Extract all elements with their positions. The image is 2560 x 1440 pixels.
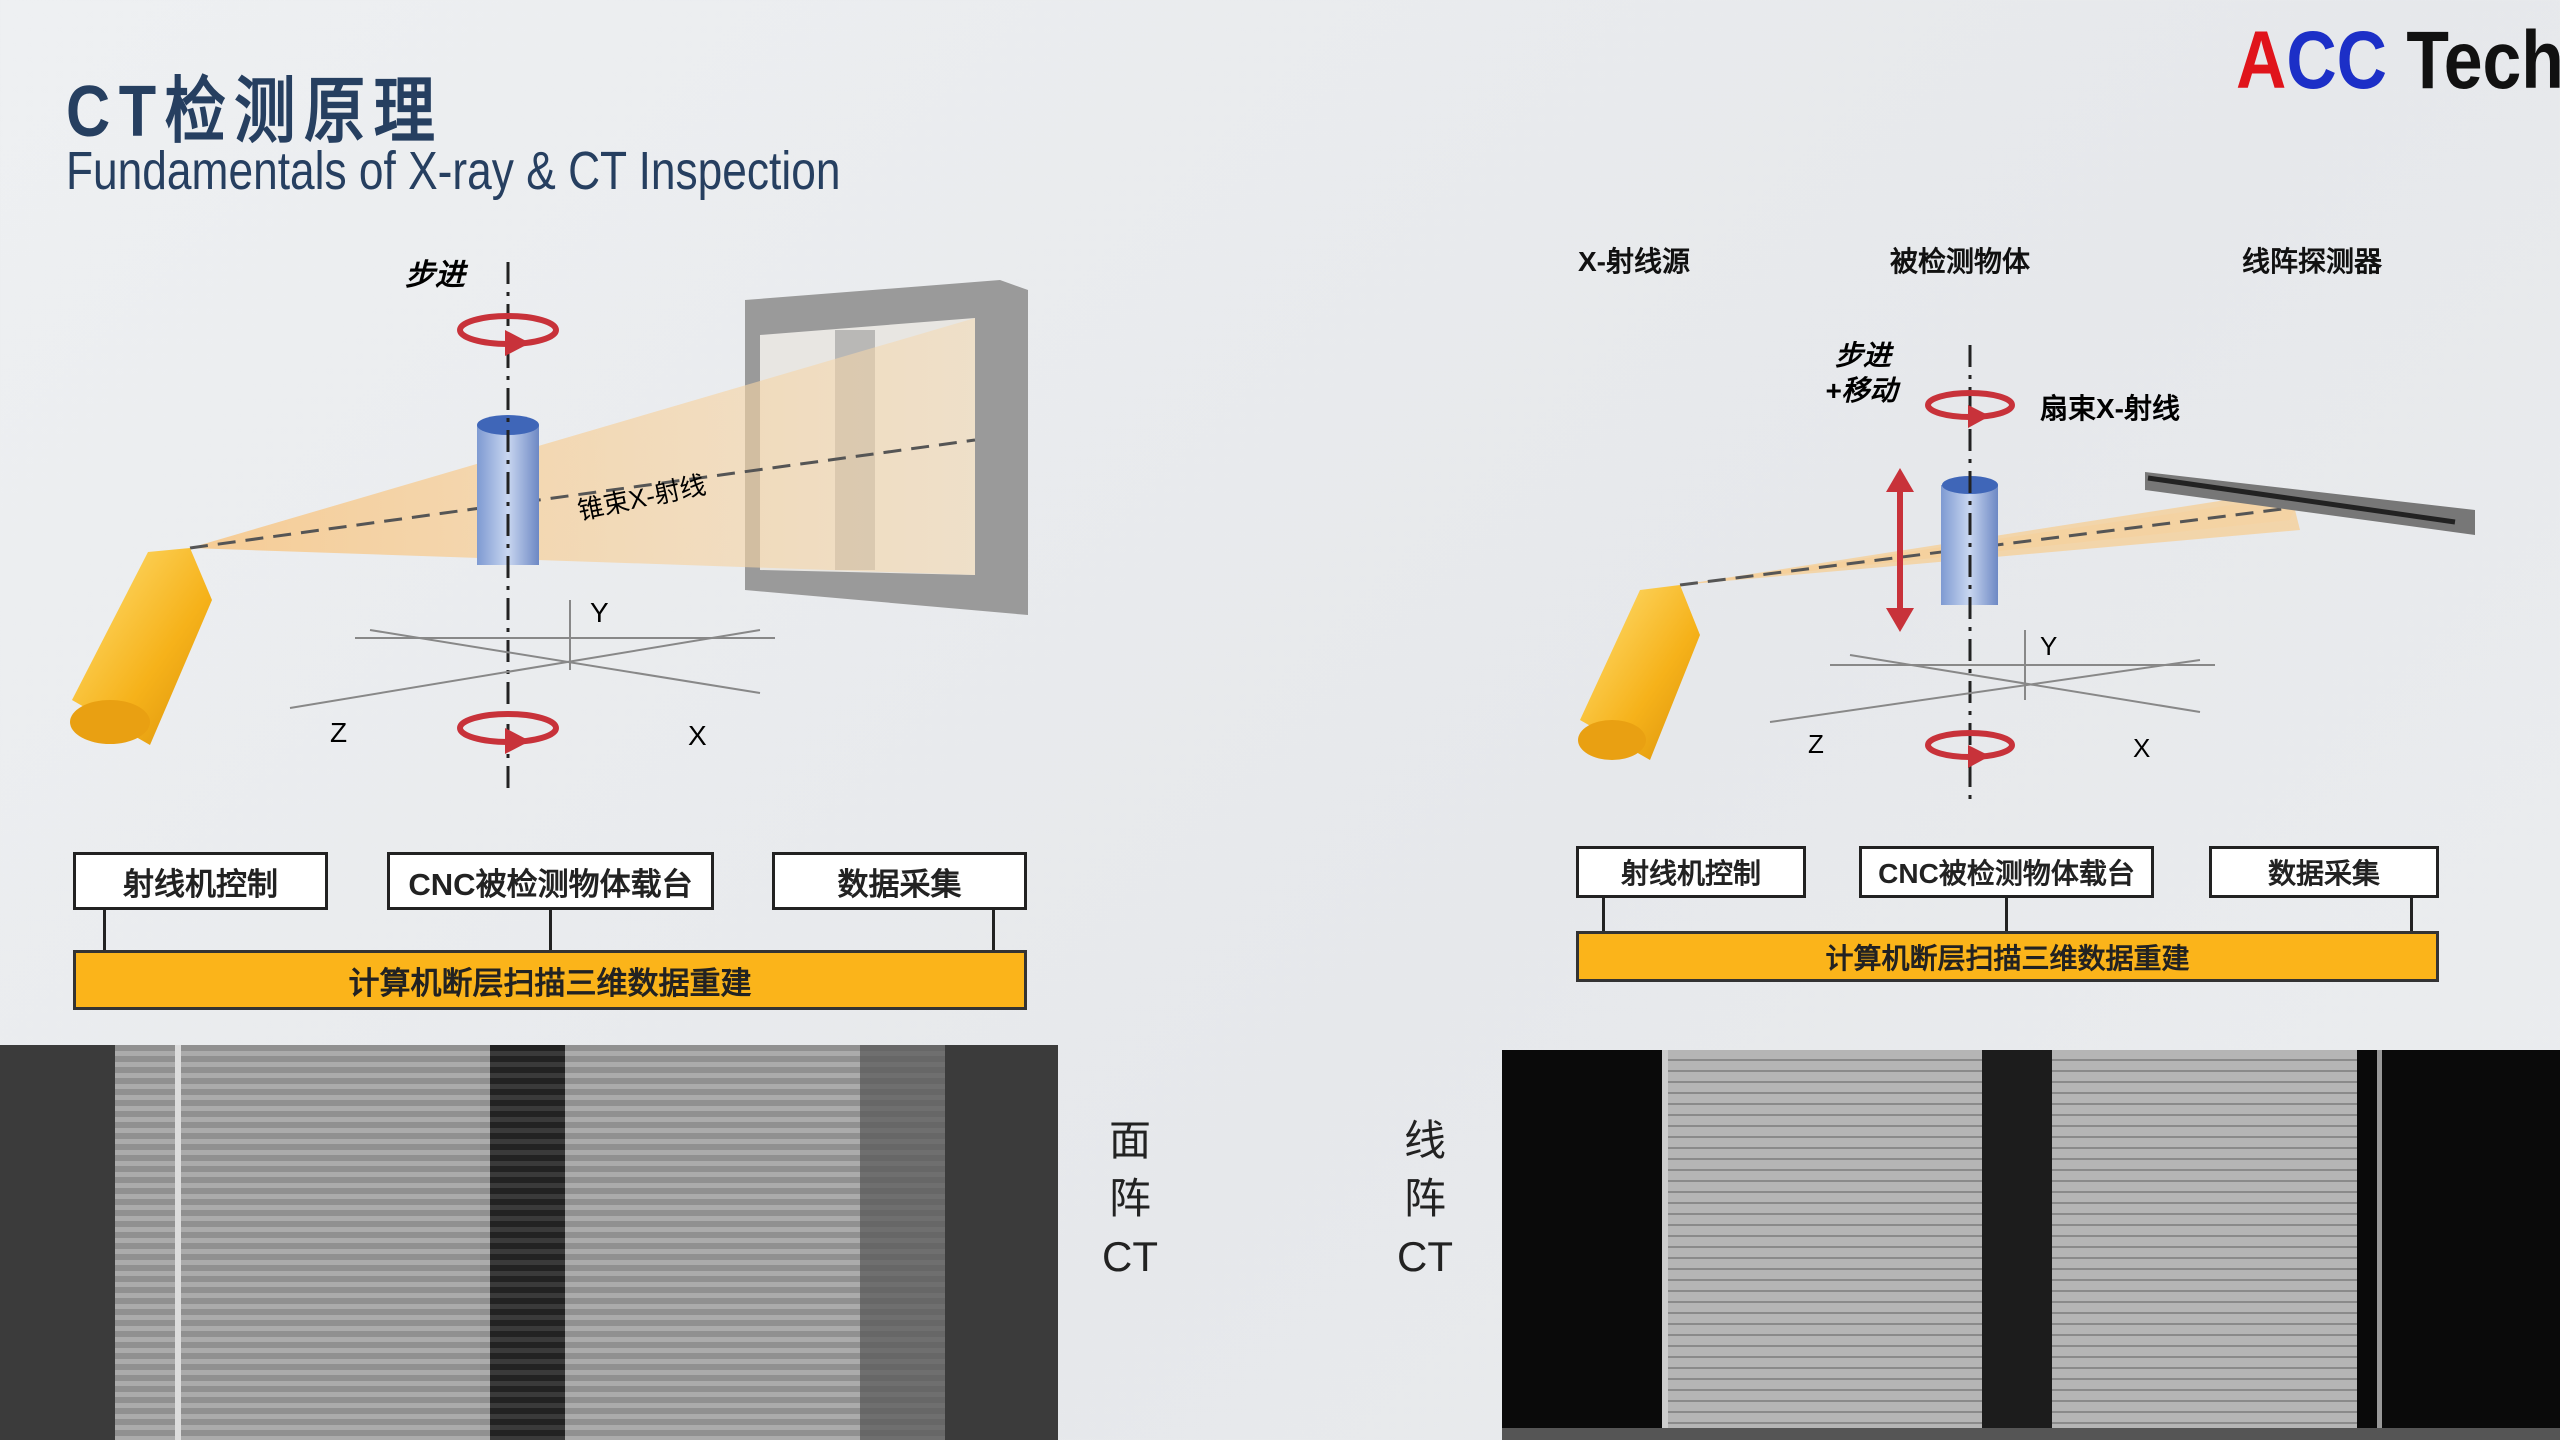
area-ct-caption-2: 阵 (1108, 1175, 1151, 1222)
logo-cc: CC (2286, 15, 2388, 106)
cone-axis-x: X (688, 720, 707, 751)
logo-tech: Tech (2387, 15, 2560, 106)
xray-source-icon (70, 548, 212, 745)
line-ct-caption-3: CT (1397, 1233, 1453, 1280)
vertical-move-arrow-icon (1886, 468, 1914, 632)
object-label: 被检测物体 (1890, 246, 2031, 277)
fan-axis-x: X (2133, 733, 2150, 763)
line-ct-caption: 线 阵 CT (1395, 1112, 1455, 1286)
cone-axis-y: Y (590, 597, 609, 628)
cone-step-label: 步进 (405, 259, 469, 292)
area-ct-caption: 面 阵 CT (1100, 1112, 1160, 1286)
fan-move-label: +移动 (1825, 375, 1901, 406)
fan-beam-label: 扇束X-射线 (2040, 392, 2180, 424)
detector-label: 线阵探测器 (2242, 246, 2383, 277)
logo: ACC Tech (2236, 14, 2560, 108)
line-ct-caption-1: 线 (1403, 1117, 1446, 1164)
fan-axis-z: Z (1808, 729, 1824, 759)
cone-beam-diagram: 步进 锥束X-射线 Y Z X (70, 259, 1028, 795)
area-ct-caption-3: CT (1102, 1233, 1158, 1280)
fan-beam-diagram: 步进 +移动 扇束X-射线 Y Z X (1578, 340, 2475, 800)
page-title: CT检测原理 (66, 72, 444, 152)
cone-beam (190, 318, 975, 575)
fan-step-label: 步进 (1835, 340, 1895, 371)
fan-reconstruction-bar: 计算机断层扫描三维数据重建 (1576, 931, 2439, 982)
data-acquisition-box: 数据采集 (772, 852, 1027, 910)
cone-axis-z: Z (330, 717, 347, 748)
xray-control-box: 射线机控制 (73, 852, 328, 910)
page-subtitle: Fundamentals of X-ray & CT Inspection (66, 141, 841, 201)
reconstruction-bar: 计算机断层扫描三维数据重建 (73, 950, 1027, 1010)
fan-axis-y: Y (2040, 631, 2057, 661)
fan-cnc-stage-box: CNC被检测物体载台 (1859, 846, 2154, 898)
cnc-stage-box: CNC被检测物体载台 (387, 852, 714, 910)
fan-xray-source-icon (1578, 585, 1700, 760)
source-label: X-射线源 (1578, 246, 1691, 277)
area-ct-caption-1: 面 (1108, 1117, 1151, 1164)
line-ct-scan-image (1502, 1050, 2560, 1440)
line-ct-caption-2: 阵 (1403, 1175, 1446, 1222)
fan-xray-control-box: 射线机控制 (1576, 846, 1806, 898)
fan-data-acquisition-box: 数据采集 (2209, 846, 2439, 898)
logo-a: A (2236, 15, 2287, 106)
area-ct-scan-image (0, 1045, 1058, 1440)
